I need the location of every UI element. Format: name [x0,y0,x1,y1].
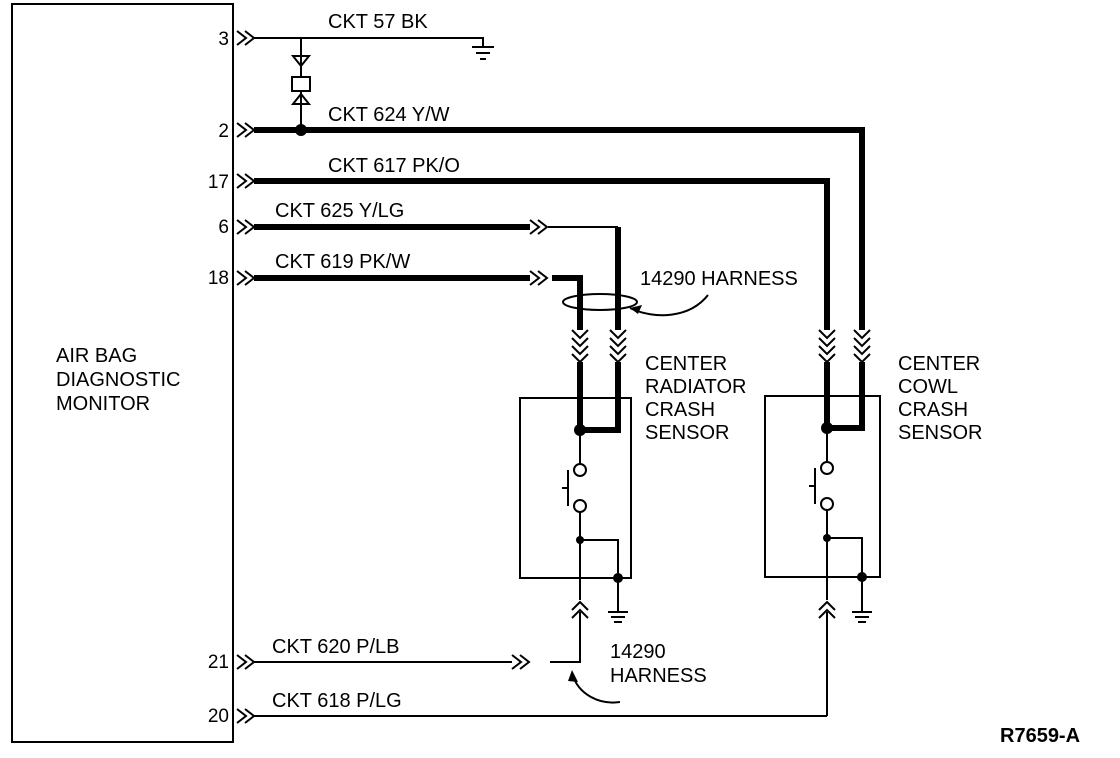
connector-chevron-icon [236,270,255,286]
connector-chevron-icon [236,654,255,670]
harness-bundle-ring [562,293,638,311]
center-radiator-crash-sensor [519,362,632,663]
arrowhead-icon [568,670,578,682]
connector-chevron-icon [236,122,255,138]
connector-chevron-icon [236,30,255,46]
radiator-sensor-label: CENTER RADIATOR CRASH SENSOR [645,353,752,444]
pin-20: 20 [208,706,229,727]
connector-chevron-icon [236,219,255,235]
pin-18: 18 [208,268,229,289]
ckt-57-label: CKT 57 BK [328,11,428,33]
ckt-620-wire [254,654,530,670]
ckt-619-label: CKT 619 PK/W [275,251,410,273]
cowl-sensor-label: CENTER COWL CRASH SENSOR [898,353,986,444]
arrowhead-icon [630,305,642,314]
ckt-617-wire [254,178,830,330]
pin-2: 2 [218,121,229,142]
connector-chevron-icon [236,173,255,189]
junction-dot [295,124,307,136]
connector-chevron-icon [236,708,255,724]
diode-icon [290,38,312,128]
figure-id: R7659-A [1000,725,1080,747]
center-cowl-crash-sensor [764,362,881,716]
ckt-625-label: CKT 625 Y/LG [275,200,404,222]
ckt-620-label: CKT 620 P/LB [272,636,399,658]
monitor-label: AIR BAG DIAGNOSTIC MONITOR [56,345,186,415]
ckt-618-label: CKT 618 P/LG [272,690,402,712]
ckt-624-wire [254,127,865,330]
ckt-57-wire [254,37,494,60]
ckt-625-wire [254,219,621,330]
cowl-sensor-connector-icon [818,329,871,364]
air-bag-diagnostic-monitor-box [11,3,234,743]
harness-upper-label: 14290 HARNESS [640,268,798,290]
pin-3: 3 [218,29,229,50]
pin-6: 6 [218,217,229,238]
pin-21: 21 [208,652,229,673]
ckt-624-label: CKT 624 Y/W [328,104,450,126]
pin-17: 17 [208,172,229,193]
radiator-sensor-connector-icon [571,329,627,364]
harness-lower-label: 14290 HARNESS [610,641,707,687]
ckt-619-wire [254,270,583,330]
ckt-617-label: CKT 617 PK/O [328,155,460,177]
